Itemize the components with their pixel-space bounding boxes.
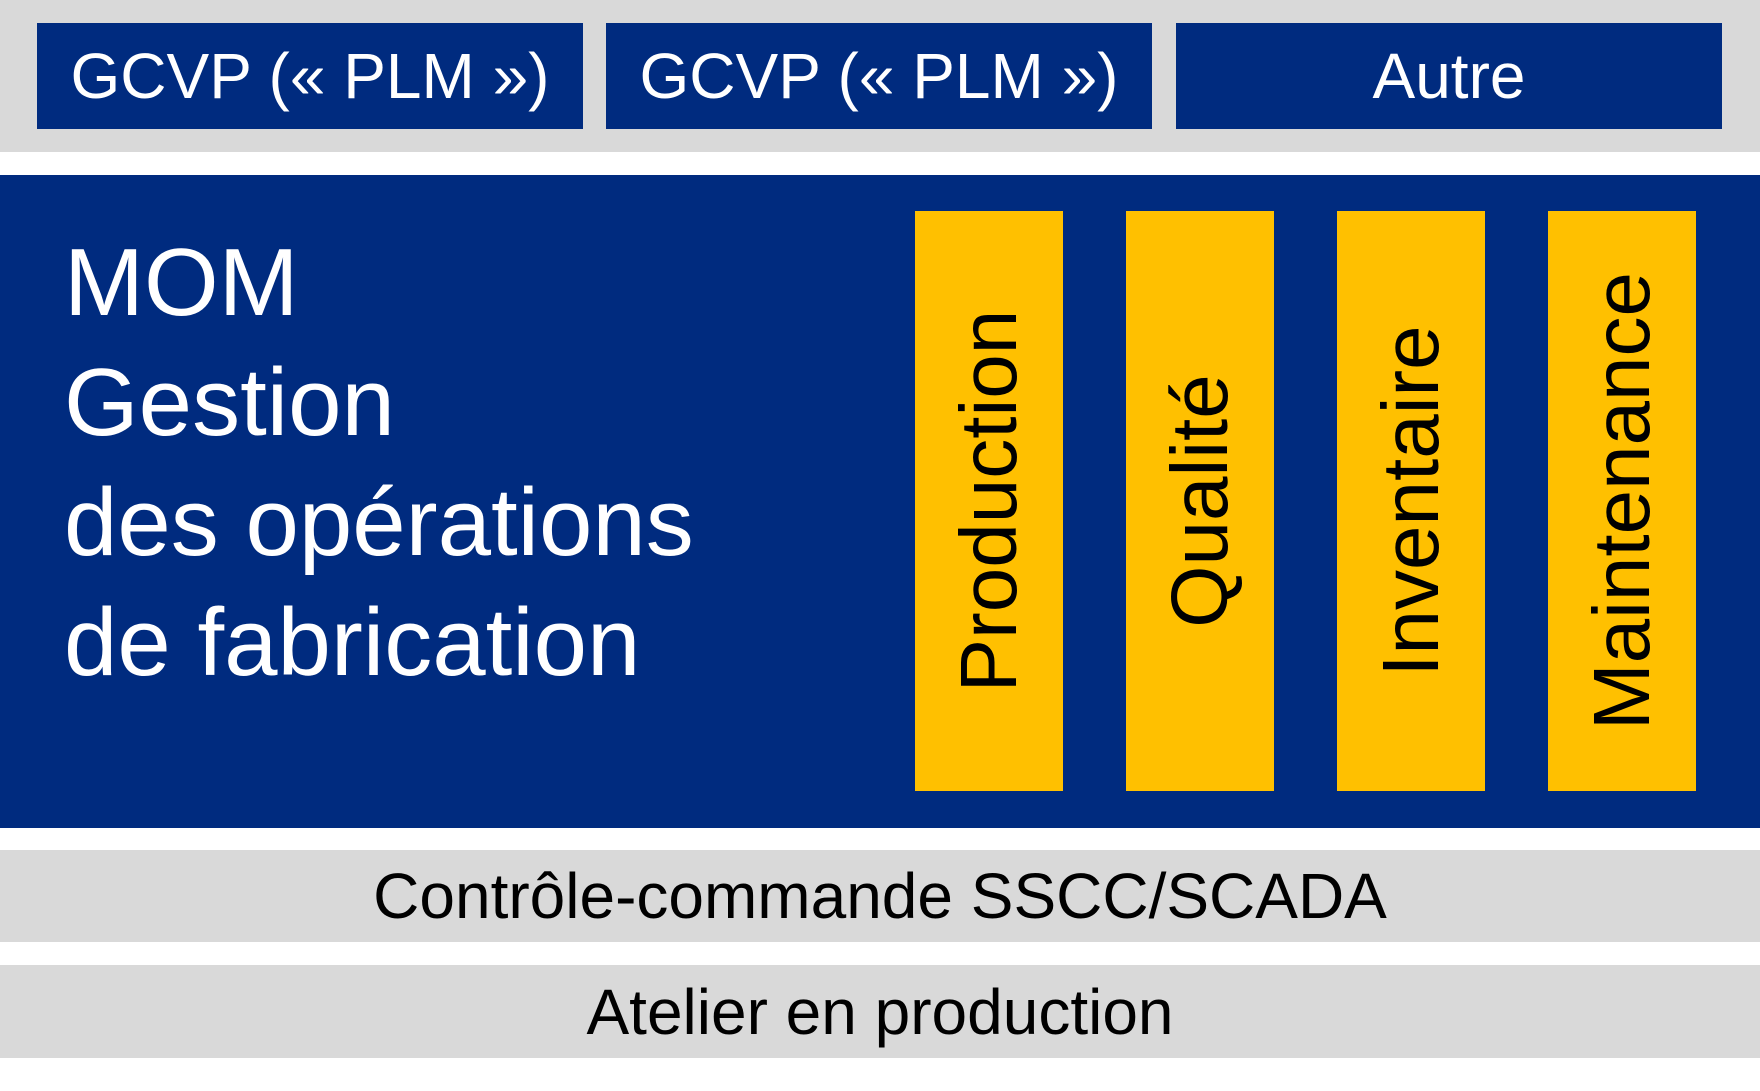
other-box: Autre: [1176, 23, 1722, 129]
pillar-maintenance-label: Maintenance: [1577, 271, 1666, 731]
mom-panel: MOM Gestion des opérations de fabricatio…: [0, 175, 1760, 828]
pillar-maintenance: Maintenance: [1548, 211, 1696, 791]
pillar-inventory: Inventaire: [1337, 211, 1485, 791]
pillar-inventory-label: Inventaire: [1366, 325, 1455, 677]
mom-title-line-2: Gestion: [64, 349, 395, 456]
pillar-quality-label: Qualité: [1155, 374, 1244, 628]
pillar-quality: Qualité: [1126, 211, 1274, 791]
plm-box-2: GCVP (« PLM »): [606, 23, 1152, 129]
mom-title: MOM Gestion des opérations de fabricatio…: [64, 223, 694, 703]
enterprise-layer-band: GCVP (« PLM ») GCVP (« PLM ») Autre: [0, 0, 1760, 152]
shop-floor-band: Atelier en production: [0, 965, 1760, 1058]
mom-title-line-4: de fabrication: [64, 589, 641, 696]
scada-layer-label: Contrôle-commande SSCC/SCADA: [373, 860, 1387, 932]
pillar-production: Production: [915, 211, 1063, 791]
mom-title-line-3: des opérations: [64, 469, 694, 576]
mom-title-line-1: MOM: [64, 229, 299, 336]
pillar-production-label: Production: [944, 309, 1033, 693]
scada-layer-band: Contrôle-commande SSCC/SCADA: [0, 850, 1760, 942]
shop-floor-label: Atelier en production: [586, 975, 1174, 1048]
plm-box-1: GCVP (« PLM »): [37, 23, 583, 129]
